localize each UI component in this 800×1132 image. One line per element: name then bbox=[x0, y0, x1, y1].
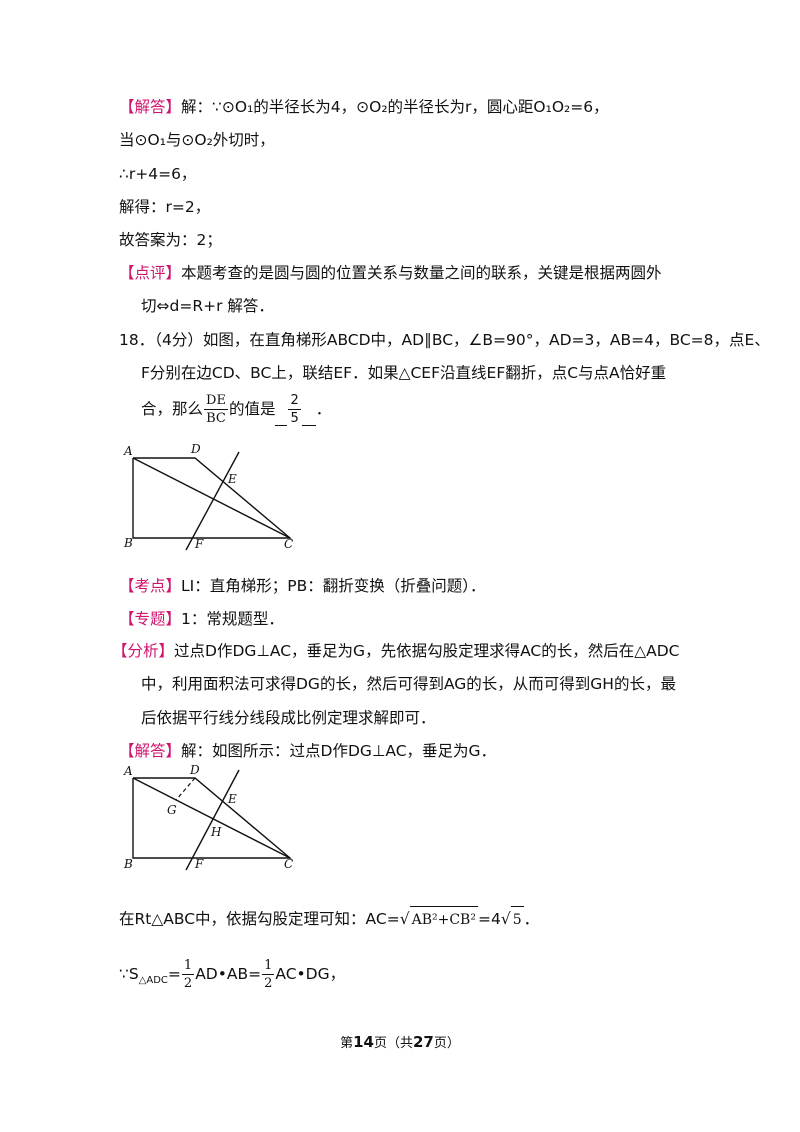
label-a-2: A bbox=[123, 764, 133, 778]
line-2: 当⊙O₁与⊙O₂外切时， bbox=[119, 131, 275, 149]
trapezoid-figure-2: A D G E H B F C bbox=[123, 763, 293, 871]
question-line-2: F分别在边CD、BC上，联结EF．如果△CEF沿直线EF翻折，点C与点A恰好重 bbox=[141, 364, 667, 382]
label-h: H bbox=[210, 825, 222, 839]
page-number: 14 bbox=[353, 1033, 374, 1051]
trapezoid-figure-1: A D E B F C bbox=[123, 442, 293, 551]
answer-denominator: 5 bbox=[290, 411, 299, 426]
answer-tag-2: 【解答】 bbox=[119, 742, 182, 760]
total-pages: 27 bbox=[413, 1033, 434, 1051]
equals-4: =4 bbox=[477, 910, 501, 928]
answer-blank-right bbox=[301, 393, 316, 426]
line-rt-abc: 在Rt△ABC中，依据勾股定理可知：AC=√AB²+CB²=4√5． bbox=[119, 906, 539, 933]
answer-numerator: 2 bbox=[288, 393, 301, 410]
label-g: G bbox=[167, 803, 177, 817]
label-e-2: E bbox=[227, 792, 237, 806]
question-text-b: 的值是 bbox=[228, 400, 276, 418]
line-jieda-2: 【解答】解：如图所示：过点D作DG⊥AC，垂足为G． bbox=[119, 740, 496, 762]
radicand-1: AB²+CB² bbox=[409, 906, 478, 933]
area-equals: = bbox=[167, 965, 181, 983]
question-text-a: 合，那么 bbox=[141, 400, 204, 418]
footer-mid: 页（共 bbox=[373, 1036, 413, 1051]
line-6-text: 本题考查的是圆与圆的位置关系与数量之间的联系，关键是根据两圆外 bbox=[181, 264, 662, 282]
label-e: E bbox=[227, 472, 237, 486]
answer-blank-left bbox=[275, 393, 288, 426]
half-num-1: 1 bbox=[181, 958, 195, 975]
footer-post: 页） bbox=[433, 1036, 460, 1051]
line-6: 【点评】本题考查的是圆与圆的位置关系与数量之间的联系，关键是根据两圆外 bbox=[119, 262, 662, 284]
line-fenxi-3: 后依据平行线分线段成比例定理求解即可． bbox=[141, 709, 436, 727]
fraction-denominator: BC bbox=[206, 411, 226, 426]
question-line-1: 18．（4分）如图，在直角梯形ABCD中，AD∥BC，∠B=90°，AD=3，A… bbox=[119, 331, 770, 349]
line-5: 故答案为：2； bbox=[119, 231, 222, 249]
radicand-2: 5 bbox=[510, 906, 524, 933]
line-1: 【解答】解：∵⊙O₁的半径长为4，⊙O₂的半径长为r，圆心距O₁O₂=6， bbox=[119, 96, 609, 118]
question-end: ． bbox=[315, 400, 332, 418]
line-4: 解得：r=2， bbox=[119, 198, 211, 216]
rt-abc-end: ． bbox=[523, 910, 540, 928]
kaodian-text: LI：直角梯形；PB：翻折变换（折叠问题）． bbox=[181, 577, 486, 595]
footer-pre: 第 bbox=[340, 1036, 354, 1051]
sqrt-5: √5 bbox=[501, 906, 524, 933]
label-d: D bbox=[190, 442, 201, 456]
kaodian-tag: 【考点】 bbox=[119, 577, 182, 595]
line-fenxi-2: 中，利用面积法可求得DG的长，然后可得到AG的长，从而可得到GH的长，最 bbox=[141, 675, 676, 693]
zhuanti-text: 1：常规题型． bbox=[181, 610, 284, 628]
area-ac-dg: AC•DG， bbox=[275, 965, 346, 983]
fraction-numerator: DE bbox=[204, 393, 228, 410]
area-subscript: △ADC bbox=[138, 975, 168, 987]
label-a: A bbox=[123, 444, 133, 458]
label-f: F bbox=[194, 537, 204, 551]
comment-tag: 【点评】 bbox=[119, 264, 182, 282]
answer-tag: 【解答】 bbox=[119, 98, 182, 116]
label-b-2: B bbox=[123, 857, 133, 871]
line-kaodian: 【考点】LI：直角梯形；PB：翻折变换（折叠问题）． bbox=[119, 575, 485, 597]
jieda-2-text: 解：如图所示：过点D作DG⊥AC，垂足为G． bbox=[181, 742, 497, 760]
area-ad-ab: AD•AB= bbox=[195, 965, 262, 983]
half-den-1: 2 bbox=[183, 976, 193, 991]
line-1-text: 解：∵⊙O₁的半径长为4，⊙O₂的半径长为r，圆心距O₁O₂=6， bbox=[181, 98, 609, 116]
line-3: ∴r+4=6， bbox=[119, 165, 197, 183]
label-c-2: C bbox=[284, 857, 293, 871]
half-den-2: 2 bbox=[264, 976, 273, 991]
page-footer: 第14页（共27页） bbox=[0, 1032, 800, 1051]
zhuanti-tag: 【专题】 bbox=[119, 610, 182, 628]
fenxi-text: 过点D作DG⊥AC，垂足为G，先依据勾股定理求得AC的长，然后在△ADC bbox=[174, 642, 680, 660]
line-7: 切⇔d=R+r 解答． bbox=[141, 297, 274, 315]
label-f-2: F bbox=[194, 857, 204, 871]
rt-abc-text: 在Rt△ABC中，依据勾股定理可知：AC= bbox=[119, 910, 400, 928]
label-c: C bbox=[284, 537, 293, 551]
half-num-2: 1 bbox=[262, 958, 275, 975]
fenxi-tag: 【分析】 bbox=[112, 642, 175, 660]
area-s: ∵S bbox=[119, 965, 139, 983]
line-fenxi: 【分析】过点D作DG⊥AC，垂足为G，先依据勾股定理求得AC的长，然后在△ADC bbox=[112, 640, 680, 662]
sqrt-ab-cb: √AB²+CB² bbox=[400, 906, 478, 933]
label-d-2: D bbox=[189, 763, 200, 777]
label-b: B bbox=[123, 536, 133, 550]
line-zhuanti: 【专题】1：常规题型． bbox=[119, 608, 284, 630]
